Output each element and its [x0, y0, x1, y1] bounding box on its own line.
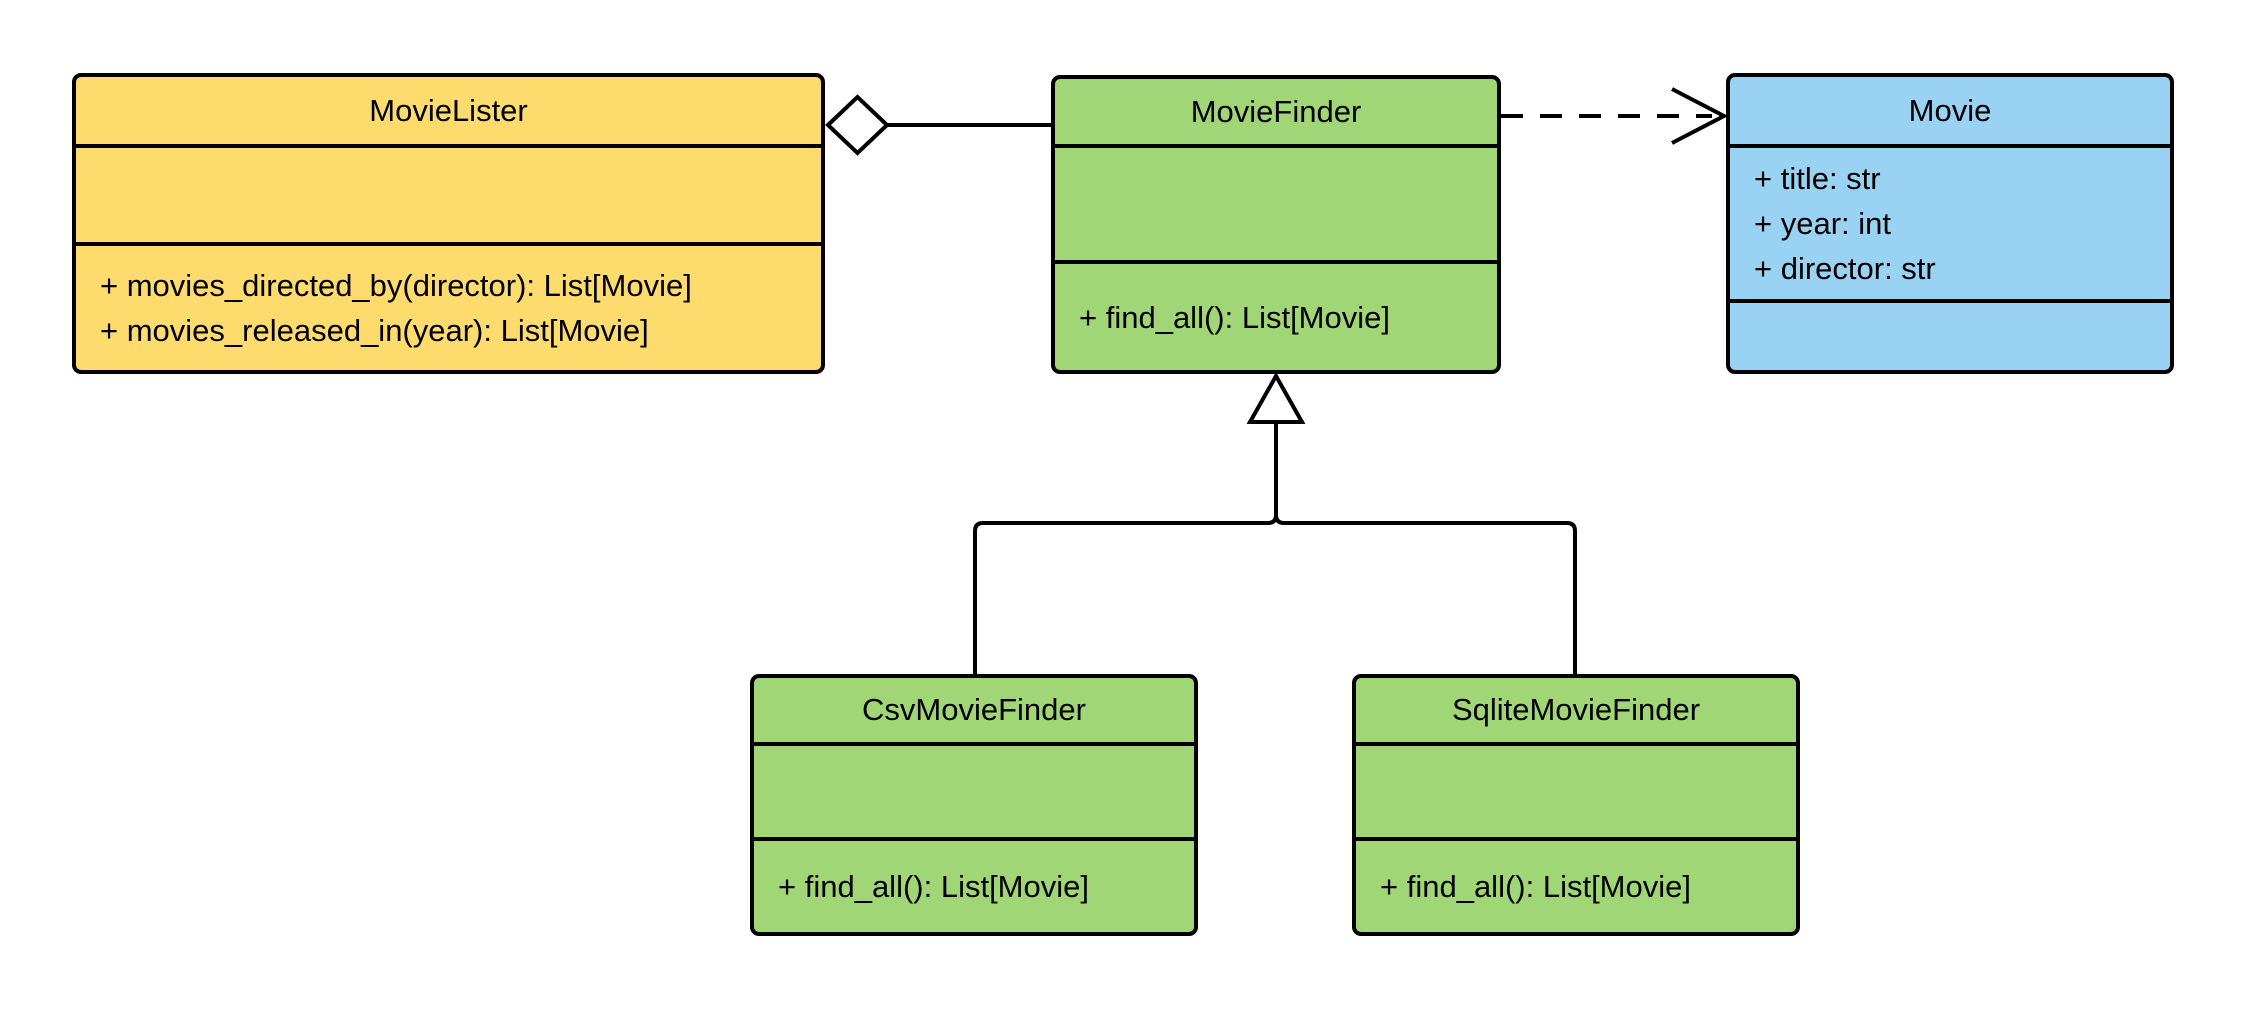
class-csvmoviefinder: CsvMovieFinder + find_all(): List[Movie]	[750, 674, 1198, 936]
methods-section: + find_all(): List[Movie]	[1055, 260, 1497, 370]
class-name-header: Movie	[1730, 77, 2170, 144]
class-name-header: CsvMovieFinder	[754, 678, 1194, 742]
attributes-section: + title: str + year: int + director: str	[1730, 144, 2170, 299]
attributes-section	[754, 742, 1194, 837]
method-item: + find_all(): List[Movie]	[778, 869, 1089, 904]
class-name: MovieFinder	[1190, 93, 1362, 129]
class-name-header: MovieLister	[76, 77, 821, 144]
methods-section	[1730, 299, 2170, 370]
class-name: MovieLister	[369, 92, 528, 128]
class-name: SqliteMovieFinder	[1451, 692, 1701, 727]
method-item: + movies_directed_by(director): List[Mov…	[100, 268, 692, 303]
method-item: + find_all(): List[Movie]	[1079, 299, 1390, 335]
class-movie: Movie + title: str + year: int + directo…	[1726, 73, 2174, 374]
aggregation-diamond-icon	[825, 94, 890, 156]
class-movielister: MovieLister + movies_directed_by(directo…	[72, 73, 825, 374]
attribute-item: + title: str	[1754, 161, 1881, 196]
method-item: + movies_released_in(year): List[Movie]	[100, 313, 649, 348]
class-name-header: MovieFinder	[1055, 79, 1497, 144]
methods-section: + find_all(): List[Movie]	[754, 837, 1194, 932]
methods-section: + find_all(): List[Movie]	[1356, 837, 1796, 932]
generalization-triangle-icon	[1246, 371, 1306, 424]
attributes-section	[76, 144, 821, 242]
attributes-section	[1356, 742, 1796, 837]
aggregation-connector-movielister-moviefinder	[825, 94, 1051, 156]
class-name: Movie	[1908, 92, 1992, 128]
dependency-open-arrow-icon	[1671, 87, 1729, 145]
method-item: + find_all(): List[Movie]	[1380, 869, 1691, 904]
attribute-item: + director: str	[1754, 251, 1936, 286]
class-sqlitemoviefinder: SqliteMovieFinder + find_all(): List[Mov…	[1352, 674, 1800, 936]
generalization-connector-tree	[973, 371, 1577, 674]
class-moviefinder: MovieFinder + find_all(): List[Movie]	[1051, 75, 1501, 374]
dependency-connector-moviefinder-movie	[1501, 87, 1729, 145]
attribute-item: + year: int	[1754, 206, 1891, 241]
class-name-header: SqliteMovieFinder	[1356, 678, 1796, 742]
attributes-section	[1055, 144, 1497, 260]
methods-section: + movies_directed_by(director): List[Mov…	[76, 242, 821, 370]
class-name: CsvMovieFinder	[862, 692, 1086, 727]
